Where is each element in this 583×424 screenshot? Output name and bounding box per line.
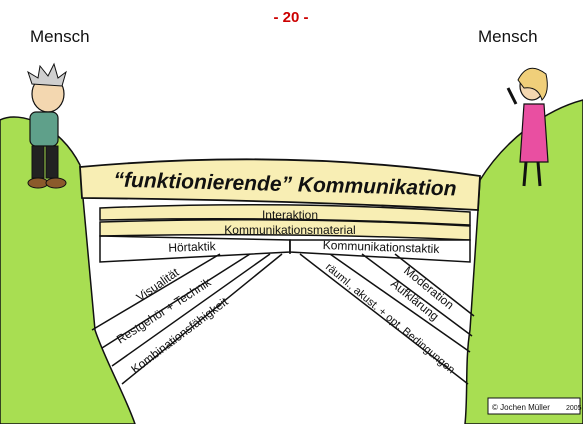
woman-figure (506, 67, 549, 187)
left-hill (0, 116, 136, 424)
interaction-layer (99, 204, 471, 226)
bridge-deck (79, 158, 481, 211)
copyright-label: © Jochen Müller (492, 403, 550, 412)
right-pillar-item-3: räuml., akust. + opt. Bedingungen (323, 261, 457, 376)
right-pillar-lines (299, 253, 475, 385)
copyright-year: 2005 (566, 405, 582, 412)
copyright-box (487, 397, 581, 415)
left-arch-label: Hörtaktik (168, 239, 217, 255)
interaction-label: Interaktion (262, 208, 318, 222)
page-number: - 20 - (273, 9, 308, 26)
material-label: Kommunikationsmaterial (224, 223, 355, 237)
man-figure (27, 62, 67, 189)
left-pillar-lines (91, 253, 283, 385)
right-person-label: Mensch (478, 27, 538, 46)
left-person-label: Mensch (30, 27, 90, 46)
right-arch-label: Kommunikationstaktik (322, 238, 440, 256)
right-hill (464, 99, 583, 424)
